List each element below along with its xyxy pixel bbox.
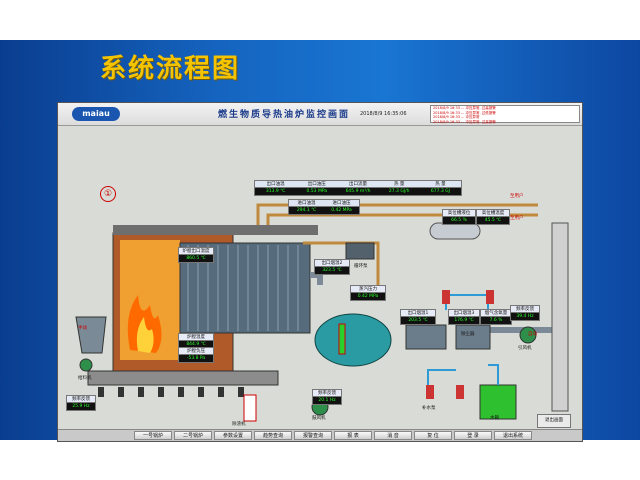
alarm-panel[interactable]: 2018/8/9 16:33 ... 冲压异常, 过高报警 2018/8/9 1… [430, 105, 580, 124]
value-text: 39.4 Hz [516, 314, 534, 319]
alarm-row: 2018/8/9 16:33 ... 冲压异常, 过低报警 [433, 110, 496, 115]
steam-drum [314, 313, 392, 367]
to-user-label: 至用户 [510, 194, 524, 199]
water-pump-label: 补水泵 [422, 406, 436, 411]
process-diagram [75, 203, 569, 422]
unit-number-badge: ① [100, 186, 116, 202]
pump-3 [426, 385, 434, 399]
induced-fan-label: 引风机 [518, 346, 532, 351]
high-tank [429, 222, 481, 240]
nav-mute[interactable]: 消 音 [374, 431, 412, 440]
outlet-value: 313.9 ℃ [265, 189, 286, 194]
alarm-row: 2018/8/9 16:33 ... 冲压异常 [433, 115, 480, 119]
slag-label: 除渣机 [232, 422, 246, 427]
nav-reset[interactable]: 复 位 [414, 431, 452, 440]
nav-report[interactable]: 报 表 [334, 431, 372, 440]
blower-label: 鼓风机 [312, 416, 326, 421]
dust-collector [455, 324, 491, 350]
value-text: -53.8 Pa [186, 356, 206, 361]
high-tank-level-value: 66.5 % [442, 216, 476, 225]
inlet-label: 进口油压 [332, 201, 351, 206]
induced-freq-value: 39.4 Hz [510, 312, 540, 321]
inlet-label: 进口油温 [297, 201, 316, 206]
value-text: 20.1 Hz [318, 398, 336, 403]
nav-alarm-query[interactable]: 报警查询 [294, 431, 332, 440]
dust-label: 除尘器 [461, 332, 475, 337]
outlet-temp1-value: 203.5 ℃ [400, 316, 436, 325]
company-logo: maiau [72, 107, 120, 121]
value-text: 203.5 ℃ [408, 318, 428, 323]
value-text: 25.9 Hz [72, 404, 90, 409]
value-text: 844.9 ℃ [186, 342, 206, 347]
hmi-header: maiau 燃生物质导热油炉监控画面 2018/8/9 16:35:06 201… [58, 103, 582, 126]
alarm-row: 2018/8/9 16:33 ... 冲压异常, 过高报警 [433, 106, 496, 110]
economizer [405, 324, 447, 350]
nav-login[interactable]: 登 录 [454, 431, 492, 440]
nav-boiler-1[interactable]: 一号锅炉 [134, 431, 172, 440]
value-text: 45.5 ℃ [484, 218, 502, 223]
flame-core [136, 317, 154, 353]
induced-fan [519, 326, 537, 344]
pump-1 [442, 290, 450, 304]
nav-boiler-2[interactable]: 二号锅炉 [174, 431, 212, 440]
outlet-label: 热 量 [393, 182, 405, 187]
bottom-nav-bar: 一号锅炉 二号锅炉 参数设置 趋势查询 报警查询 报 表 消 音 复 位 登 录… [58, 429, 582, 441]
hmi-window: maiau 燃生物质导热油炉监控画面 2018/8/9 16:35:06 201… [57, 102, 583, 442]
outlet-readout-values: 313.9 ℃ 0.53 MPa 645.9 m³/h 27.3 GJ/h 67… [254, 187, 462, 196]
value-text: 176.9 ℃ [454, 318, 474, 323]
from-user-label: 至用户 [510, 216, 524, 221]
oil-pump-label: 循环泵 [354, 264, 368, 269]
inlet-value: 0.42 MPa [331, 208, 352, 213]
high-tank-temp-value: 45.5 ℃ [476, 216, 510, 225]
furnace-pressure-value: -53.8 Pa [178, 354, 214, 363]
value-text: 7.6 % [489, 318, 503, 323]
nav-trend[interactable]: 趋势查询 [254, 431, 292, 440]
pump-2 [486, 290, 494, 304]
outlet-label: 热 量 [435, 182, 446, 187]
outlet-value: 677.3 GJ [430, 189, 450, 194]
auto-label: 自动 [528, 332, 537, 337]
feeder-freq-value: 25.9 Hz [66, 402, 96, 411]
exit-screen-button[interactable]: 退出画面 [537, 414, 571, 428]
outlet-label: 出口流量 [349, 182, 367, 187]
furnace-roof [113, 225, 318, 235]
value-text: 323.5 ℃ [322, 268, 342, 273]
feed-hopper [75, 316, 107, 354]
value-text: 66.5 % [451, 218, 467, 223]
outlet-temp2-value: 323.5 ℃ [314, 266, 350, 275]
hmi-title: 燃生物质导热油炉监控画面 [218, 110, 351, 120]
outlet-temp3-value: 176.9 ℃ [448, 316, 480, 325]
manual-label: 手动 [78, 326, 87, 331]
slide-title: 系统流程图 [100, 54, 241, 84]
value-text: 860.5 ℃ [186, 256, 206, 261]
value-text: 0.42 MPa [357, 294, 379, 299]
outlet-value: 27.3 GJ/h [388, 189, 410, 194]
alarm-row: 2018/8/9 16:33 ... 冲压异常, 过高报警 [433, 119, 496, 124]
flue-o2-value: 7.6 % [480, 316, 512, 325]
slag-remover [243, 394, 257, 422]
datetime: 2018/8/9 16:35:06 [360, 111, 407, 117]
drum-level [338, 323, 346, 355]
blower-freq-value: 20.1 Hz [312, 396, 342, 405]
slide-background: 系统流程图 maiau 燃生物质导热油炉监控画面 2018/8/9 16:35:… [0, 40, 640, 442]
nav-exit-system[interactable]: 退出系统 [494, 431, 532, 440]
feeder-label: 给料机 [78, 376, 92, 381]
chimney [551, 222, 569, 412]
grate [87, 370, 279, 386]
outlet-label: 出口油压 [307, 182, 326, 187]
pump-4 [456, 385, 464, 399]
water-tank [479, 384, 517, 420]
inlet-readout-values: 294.1 ℃ 0.42 MPa [288, 206, 360, 215]
oil-pump-box [345, 242, 375, 260]
outlet-value: 645.9 m³/h [345, 189, 371, 194]
water-tank-label: 水箱 [490, 416, 499, 421]
outlet-label: 出口油温 [266, 182, 285, 187]
furnace-temp-value: 860.5 ℃ [178, 254, 214, 263]
inlet-value: 294.1 ℃ [296, 208, 317, 213]
feeder-motor [79, 358, 93, 372]
steam-pressure-value: 0.42 MPa [350, 292, 386, 301]
nav-params[interactable]: 参数设置 [214, 431, 252, 440]
outlet-value: 0.53 MPa [306, 189, 328, 194]
